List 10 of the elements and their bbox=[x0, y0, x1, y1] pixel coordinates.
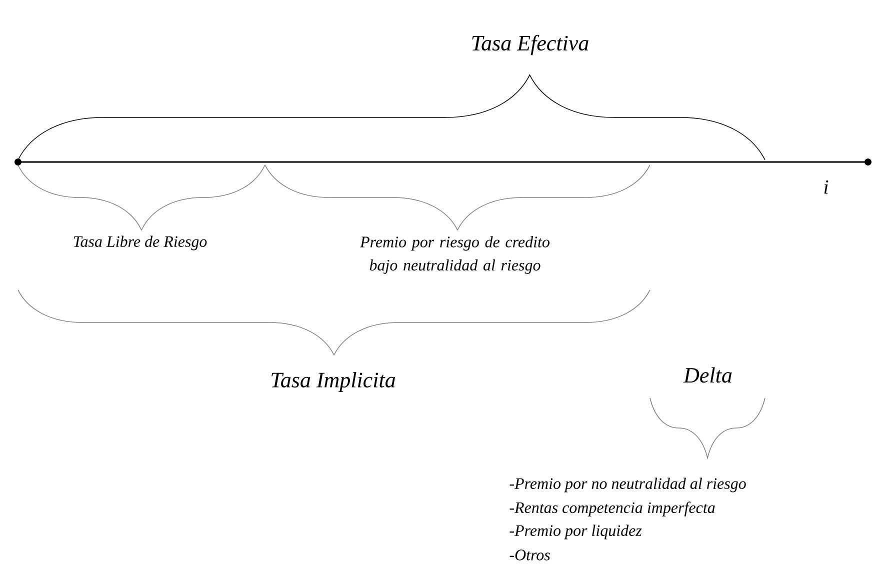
brace-label: Tasa Implicita bbox=[272, 372, 396, 392]
list-item: -Premio por no neutralidad al riesgo bbox=[510, 478, 746, 492]
brace-label: Premio por riesgo de credito bajo neutralidad al riesgo bbox=[360, 236, 550, 274]
brace-label: Tasa Libre de Riesgo bbox=[74, 236, 207, 250]
list-item: -Premio por liquidez bbox=[510, 524, 642, 540]
axis-label: i bbox=[824, 180, 828, 194]
brace-label: Delta bbox=[683, 367, 732, 383]
brace-label: Tasa Efectiva bbox=[472, 34, 588, 56]
list-item: -Otros bbox=[510, 550, 550, 560]
list-item: -Rentas competencia imperfecta bbox=[510, 502, 715, 516]
